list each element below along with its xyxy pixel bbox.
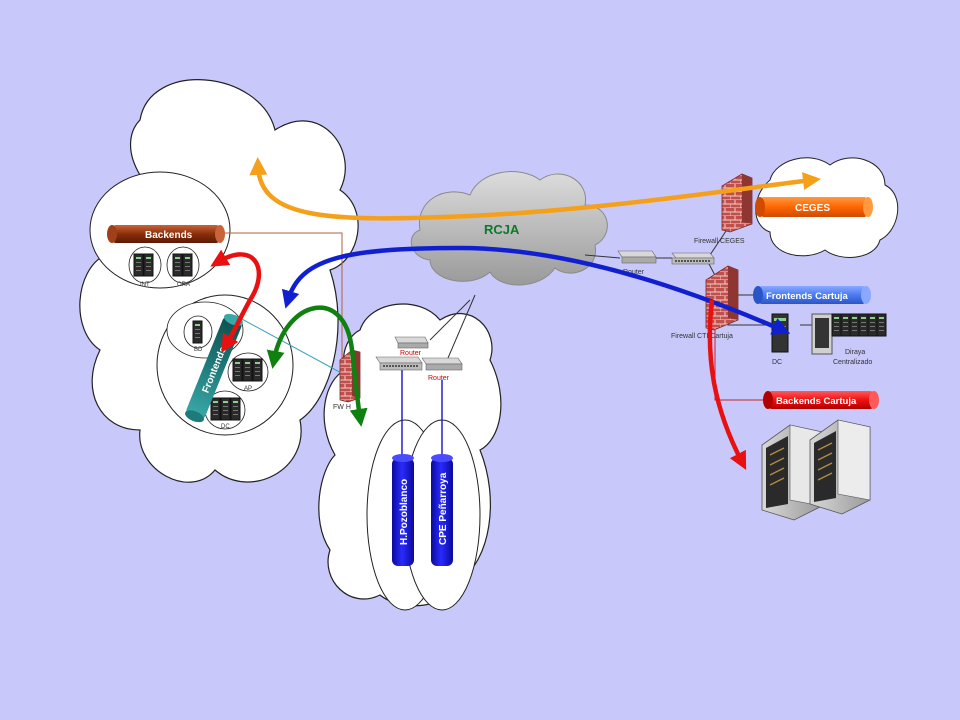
h-pozoblanco-pipe: H.Pozoblanco bbox=[392, 454, 414, 566]
svg-text:INT: INT bbox=[140, 282, 150, 288]
server-group-ap: AP bbox=[227, 352, 269, 392]
router-b-label: Router bbox=[428, 375, 450, 382]
server-group-ora: ORA bbox=[166, 246, 200, 288]
rcja-cloud: RCJA bbox=[410, 171, 608, 286]
switch-middle bbox=[375, 356, 423, 371]
backends-label: Backends bbox=[145, 230, 193, 241]
fw-h-label: FW H bbox=[333, 404, 351, 411]
orange-flow-arrow bbox=[249, 157, 821, 221]
diraya-centralizado-servers: Diraya Centralizado bbox=[811, 313, 887, 366]
red-flow-arrow-left bbox=[210, 249, 262, 353]
firewall-cti-cartuja-label: Firewall CTI Cartuja bbox=[671, 333, 733, 340]
firewall-cti-cartuja: Firewall CTI Cartuja bbox=[671, 265, 739, 340]
backends-pipe: Backends bbox=[107, 225, 225, 243]
rcja-label: RCJA bbox=[484, 222, 520, 237]
h-pozoblanco-label: H.Pozoblanco bbox=[399, 479, 410, 545]
router-b: Router bbox=[421, 357, 463, 382]
diraya-label-1: Diraya bbox=[845, 349, 865, 356]
green-flow-arrow bbox=[266, 305, 368, 427]
dc-label: DC bbox=[772, 359, 782, 366]
ceges-pipe: CEGES bbox=[755, 197, 873, 217]
router-right-label: Router bbox=[623, 269, 645, 276]
switch-right bbox=[671, 252, 715, 265]
svg-text:ORA: ORA bbox=[177, 282, 190, 288]
cpe-penarroya-label: CPE Peñarroya bbox=[438, 472, 449, 545]
backends-cartuja-servers bbox=[761, 419, 871, 521]
backends-cartuja-label: Backends Cartuja bbox=[776, 396, 857, 407]
frontends-cartuja-pipe: Frontends Cartuja bbox=[753, 286, 871, 304]
cpe-penarroya-pipe: CPE Peñarroya bbox=[431, 454, 453, 566]
firewall-ceges: Firewall CEGES bbox=[694, 173, 753, 245]
router-a: Router bbox=[394, 336, 429, 357]
svg-text:AP: AP bbox=[244, 386, 252, 392]
svg-text:BD: BD bbox=[194, 347, 203, 353]
router-right: Router bbox=[617, 250, 657, 276]
blue-flow-arrow bbox=[281, 245, 791, 335]
server-group-int: INT bbox=[128, 246, 162, 288]
router-a-label: Router bbox=[400, 350, 422, 357]
svg-text:DC: DC bbox=[221, 424, 230, 430]
backends-cartuja-pipe: Backends Cartuja bbox=[763, 391, 879, 409]
firewall-ceges-label: Firewall CEGES bbox=[694, 238, 745, 245]
frontends-cartuja-label: Frontends Cartuja bbox=[766, 291, 849, 302]
red-flow-arrow-right bbox=[707, 299, 747, 470]
diraya-label-2: Centralizado bbox=[833, 359, 872, 366]
ceges-label: CEGES bbox=[795, 203, 830, 214]
dc-server: DC bbox=[771, 313, 789, 366]
